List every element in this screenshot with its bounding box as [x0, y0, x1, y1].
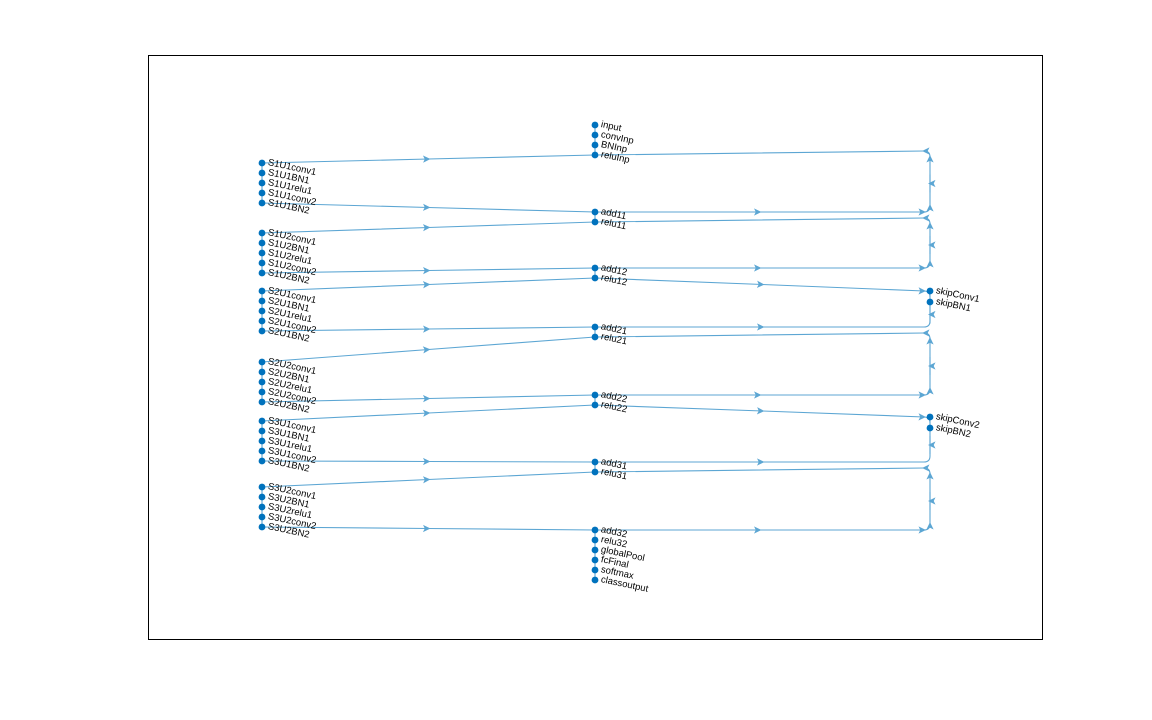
node-label: classoutput [599, 574, 650, 595]
